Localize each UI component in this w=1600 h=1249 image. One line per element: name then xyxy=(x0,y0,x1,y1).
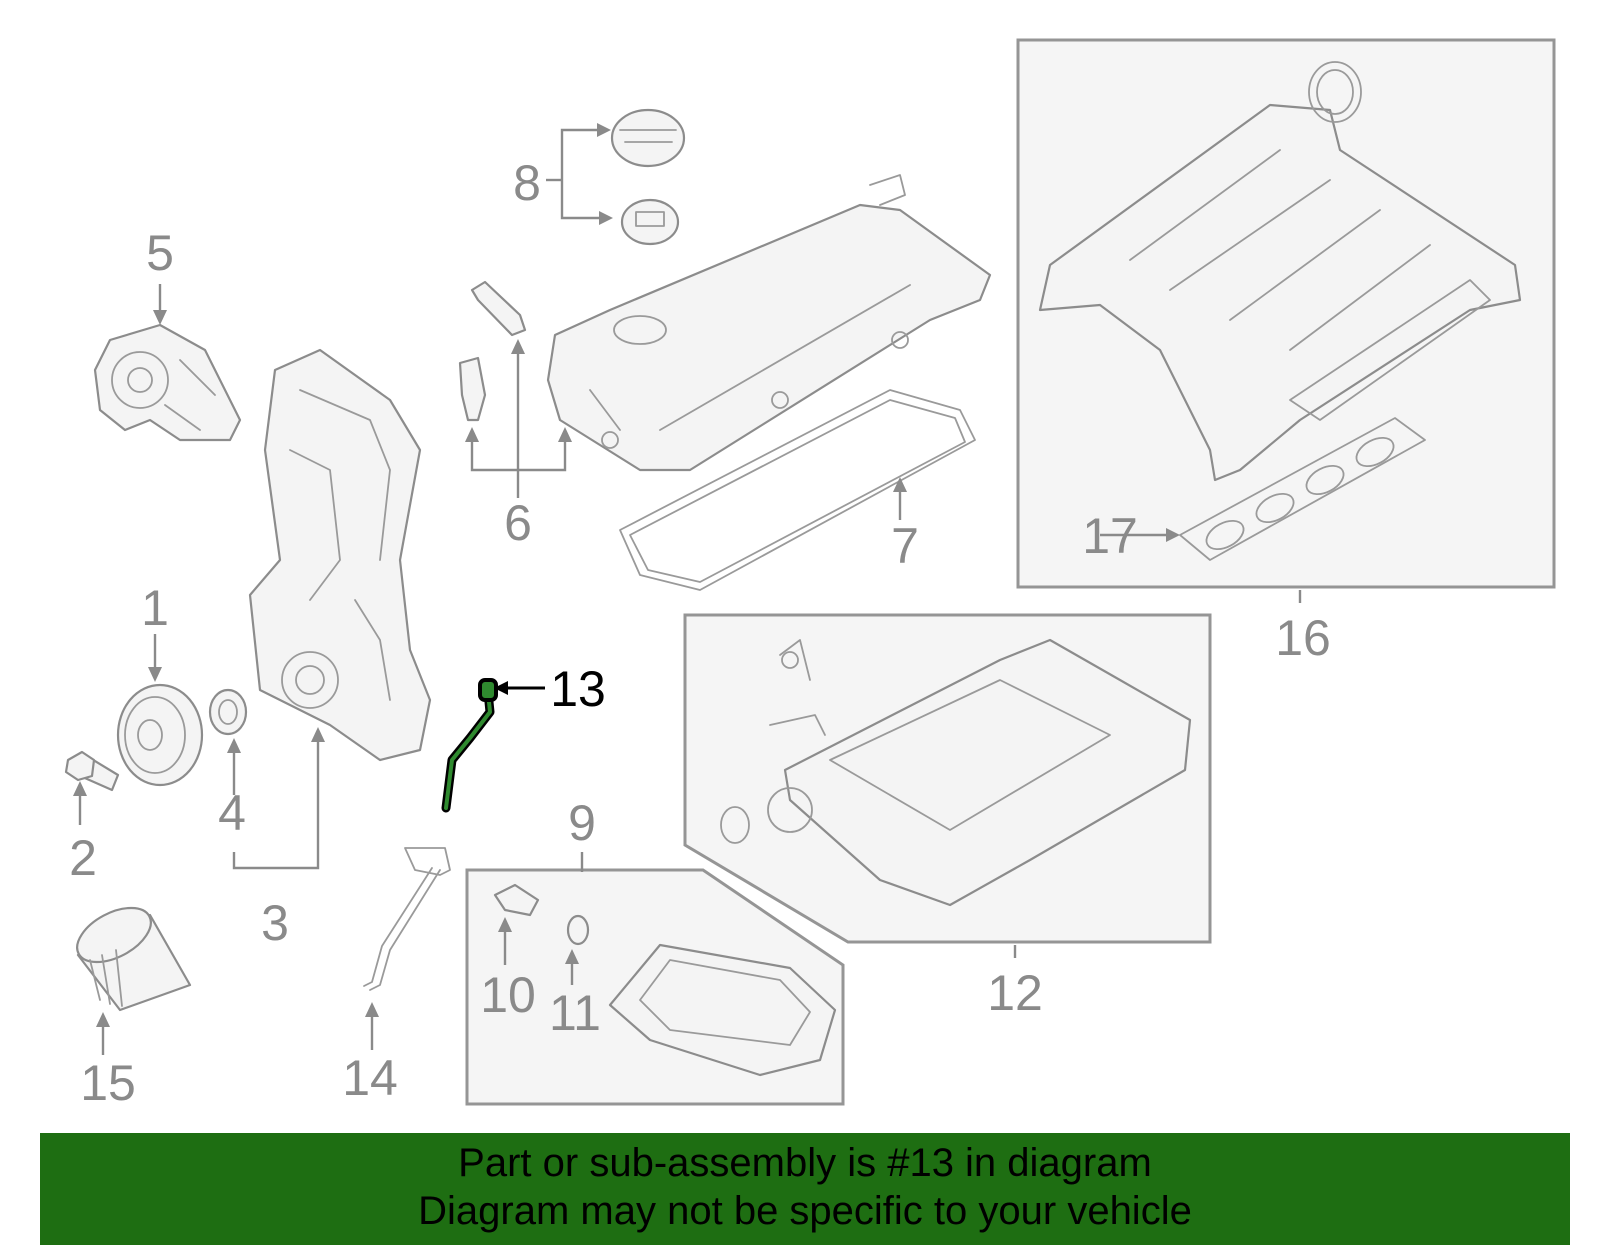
callout-4: 4 xyxy=(218,785,246,841)
callout-10: 10 xyxy=(480,967,536,1023)
leader-13 xyxy=(494,681,545,695)
crank-pulley-drawing xyxy=(116,683,204,787)
callout-3: 3 xyxy=(261,895,289,951)
callout-16: 16 xyxy=(1275,610,1331,666)
valve-cover-gasket-drawing xyxy=(619,389,976,591)
valve-cover-drawing xyxy=(546,174,992,472)
part-info-banner: Part or sub-assembly is #13 in diagram D… xyxy=(40,1133,1570,1245)
dipstick-tube-drawing xyxy=(363,847,451,991)
callout-1: 1 xyxy=(141,580,169,636)
dipstick-highlighted xyxy=(441,678,498,813)
oil-filter-drawing xyxy=(76,906,192,1012)
callout-5: 5 xyxy=(146,225,174,281)
parts-diagram: 5 1 2 4 3 8 6 7 17 16 13 9 12 10 11 15 1… xyxy=(64,38,1556,1111)
callout-8: 8 xyxy=(513,155,541,211)
callout-12: 12 xyxy=(987,965,1043,1021)
banner-line-2: Diagram may not be specific to your vehi… xyxy=(418,1189,1192,1233)
intake-manifold-drawing xyxy=(1038,61,1522,482)
callout-17: 17 xyxy=(1082,508,1138,564)
water-pump-drawing xyxy=(93,323,242,442)
callout-13: 13 xyxy=(550,661,606,717)
upper-oil-pan-drawing xyxy=(720,638,1192,907)
callout-2: 2 xyxy=(69,830,97,886)
drain-washer-drawing xyxy=(566,914,590,946)
callout-9: 9 xyxy=(568,795,596,851)
callout-6: 6 xyxy=(504,495,532,551)
callout-11: 11 xyxy=(549,985,601,1041)
drain-plug-drawing xyxy=(493,883,540,917)
callout-14: 14 xyxy=(342,1050,398,1106)
front-seal-drawing xyxy=(208,688,248,736)
timing-cover-drawing xyxy=(248,348,432,762)
callout-7: 7 xyxy=(891,518,919,574)
oil-cap-drawing xyxy=(610,108,686,246)
cover-bolts-drawing xyxy=(458,280,527,422)
pulley-bolt-drawing xyxy=(64,750,120,792)
leader-lines xyxy=(73,123,1302,1055)
callout-15: 15 xyxy=(80,1055,136,1111)
intake-gasket-drawing xyxy=(1179,417,1426,561)
lower-oil-pan-drawing xyxy=(608,943,837,1077)
banner-line-1: Part or sub-assembly is #13 in diagram xyxy=(458,1141,1152,1185)
